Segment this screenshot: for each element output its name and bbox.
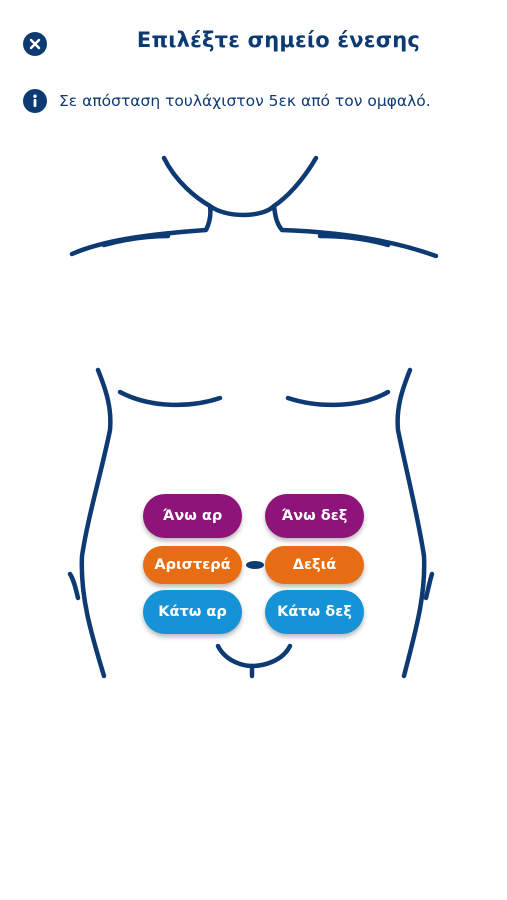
collarbone-right-tick xyxy=(317,233,391,248)
site-upper-right-button[interactable]: Άνω δεξ xyxy=(265,494,364,538)
collarbone-line xyxy=(69,203,439,259)
chest-right-line xyxy=(285,389,391,408)
close-icon xyxy=(29,38,41,50)
torso-left-line xyxy=(79,367,113,679)
hip-right-line xyxy=(423,571,435,601)
collarbone-left-tick xyxy=(101,233,171,248)
info-icon xyxy=(23,89,47,113)
chest-left-line xyxy=(117,389,223,408)
torso-right-line xyxy=(395,367,427,679)
close-button[interactable] xyxy=(23,32,47,56)
info-row: Σε απόσταση τουλάχιστον 5εκ από τον ομφα… xyxy=(23,88,493,114)
neck-left-line xyxy=(161,155,213,209)
hip-left-line xyxy=(67,571,81,601)
site-upper-left-button[interactable]: Άνω αρ xyxy=(143,494,242,538)
header: Επιλέξτε σημείο ένεσης xyxy=(0,0,507,88)
site-lower-left-button[interactable]: Κάτω αρ xyxy=(143,590,242,634)
site-left-button[interactable]: Αριστερά xyxy=(143,546,242,584)
site-right-button[interactable]: Δεξιά xyxy=(265,546,364,584)
neck-right-line xyxy=(271,155,319,209)
info-text: Σε απόσταση τουλάχιστον 5εκ από τον ομφα… xyxy=(59,92,431,110)
navel xyxy=(246,561,264,569)
page-title: Επιλέξτε σημείο ένεσης xyxy=(136,28,421,52)
site-lower-right-button[interactable]: Κάτω δεξ xyxy=(265,590,364,634)
groin-line xyxy=(215,643,293,669)
